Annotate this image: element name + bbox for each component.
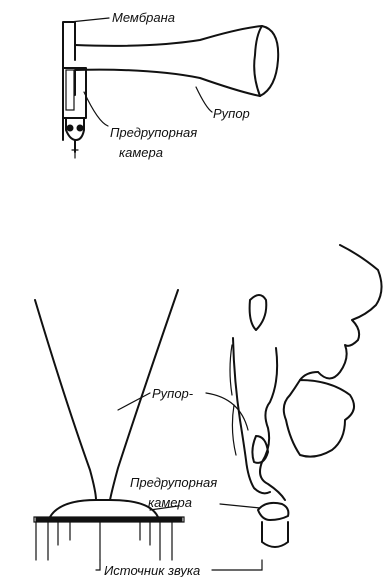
label-sound-source: Источник звука [104,563,200,577]
prechamber-dome [50,500,158,517]
horn-body [75,26,262,96]
label-horn-bottom: Рупор- [152,386,194,401]
label-prechamber-bottom-line1: Предрупорная [130,475,217,490]
stem-dot-right [77,125,83,131]
leader-prechamber-bottom-right [220,504,260,508]
leader-membrane [70,18,109,22]
leader-prechamber-top [84,92,108,126]
upper-lip [300,372,318,380]
horn-left-wall [35,300,96,500]
base-legs [36,522,172,560]
pharynx-right [260,348,285,500]
oral-cavity [284,380,354,457]
epiglottis [252,436,268,463]
label-membrane: Мембрана [112,10,175,25]
label-prechamber-top-line2: камера [119,145,163,160]
horn-mouth [254,26,278,96]
trachea [262,522,288,547]
nasal-cavity [250,295,267,330]
larynx [258,503,288,520]
vocal-tract-figure [230,245,382,547]
stem-dot-left [67,125,73,131]
label-horn-top: Рупор [213,106,250,121]
membrane-tube [63,22,75,140]
label-prechamber-top-line1: Предрупорная [110,125,197,140]
prechamber-insert [66,70,74,110]
base-plate-fill [36,518,182,521]
stem [66,118,84,152]
bottom-horn-figure [34,290,262,570]
face-profile [318,245,382,379]
label-prechamber-bottom-line2: камера [148,495,192,510]
leader-horn-top [196,87,212,112]
leader-horn-bottom-left [118,393,150,410]
